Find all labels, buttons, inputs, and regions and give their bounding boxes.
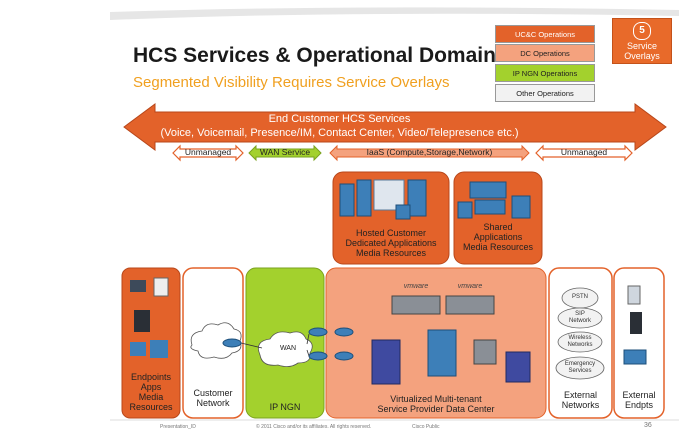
hosted-apps-caption: Hosted Customer Dedicated Applications M…: [333, 228, 449, 258]
endpoints-line2: Apps: [140, 382, 162, 392]
hosted-app-server-icons: [339, 179, 427, 220]
footer-page-number: 36: [644, 422, 652, 429]
shared-apps-line1: Shared: [483, 222, 513, 232]
banner-line2: (Voice, Voicemail, Presence/IM, Contact …: [160, 127, 519, 139]
emergency-line1: Emergency: [564, 361, 596, 367]
unmanaged-right-label: Unmanaged: [560, 147, 608, 157]
vmware-label-1: vmware: [403, 283, 429, 290]
end-customer-services-arrow: [123, 103, 667, 151]
hosted-apps-line2: Dedicated Applications: [345, 238, 437, 248]
external-endpts-line2: Endpts: [624, 400, 654, 410]
router-icon: [334, 327, 354, 337]
endpoints-caption: Endpoints Apps Media Resources: [122, 372, 180, 412]
shared-apps-line2: Applications: [473, 232, 523, 242]
footer-classification: Cisco Public: [412, 424, 440, 430]
unmanaged-right-arrow: [535, 144, 633, 162]
footer-presentation-id: Presentation_ID: [160, 424, 196, 430]
overlay-number: 5: [633, 22, 651, 40]
shared-apps-line3: Media Resources: [462, 242, 534, 252]
external-networks-line2: Networks: [561, 400, 600, 410]
wan-service-label: WAN Service: [259, 147, 311, 157]
legend-dc-operations: DC Operations: [495, 44, 595, 62]
external-endpts-caption: External Endpts: [614, 390, 664, 410]
datacenter-caption: Virtualized Multi-tenant Service Provide…: [326, 394, 546, 414]
endpoint-device-icons: [130, 277, 169, 358]
legend-ip-ngn-operations: IP NGN Operations: [495, 64, 595, 82]
wan-link: [306, 349, 310, 357]
customer-network-line1: Customer: [193, 388, 233, 398]
unmanaged-left-label: Unmanaged: [184, 147, 232, 157]
hosted-apps-line1: Hosted Customer: [355, 228, 427, 238]
sip-line2: Network: [568, 318, 591, 324]
wan-service-arrow: [248, 144, 322, 162]
shared-app-icons: [457, 181, 531, 219]
page-subtitle: Segmented Visibility Requires Service Ov…: [133, 74, 450, 91]
datacenter-line2: Service Provider Data Center: [377, 404, 495, 414]
customer-network-line2: Network: [196, 398, 230, 408]
external-networks-line1: External: [563, 390, 598, 400]
router-icon: [334, 351, 354, 361]
phone-icon: [627, 285, 641, 305]
wan-link: [306, 333, 310, 345]
storage-array-icon: [391, 295, 441, 315]
pstn-label: PSTN: [571, 294, 588, 300]
banner-line1: End Customer HCS Services: [268, 113, 411, 125]
datacenter-line1: Virtualized Multi-tenant: [390, 394, 482, 404]
external-endpts-line1: External: [622, 390, 656, 400]
service-overlays-badge: 5 Service Overlays: [612, 18, 672, 64]
iaas-label: IaaS (Compute,Storage,Network): [366, 147, 493, 157]
wireless-networks-cloud: [557, 331, 603, 353]
vmware-label-2: vmware: [457, 283, 483, 290]
emergency-services-cloud: [555, 356, 605, 380]
overlay-label-line2: Overlays: [624, 51, 660, 61]
customer-network-caption: Customer Network: [183, 388, 243, 408]
emergency-services-label: Emergency Services: [556, 361, 604, 375]
datacenter-switch-icons: [371, 329, 531, 385]
overlay-label-line1: Service: [626, 41, 657, 51]
iaas-arrow: [329, 144, 530, 162]
endpoints-line4: Resources: [129, 402, 173, 412]
legend-uc-c-operations: UC&C Operations: [495, 25, 595, 43]
external-endpts-panel: [613, 267, 665, 419]
wan-cloud-label: WAN: [279, 345, 297, 352]
shared-apps-caption: Shared Applications Media Resources: [454, 222, 542, 252]
hosted-apps-line3: Media Resources: [355, 248, 427, 258]
header-swoosh: [110, 7, 679, 20]
sip-line1: SIP: [575, 311, 585, 317]
wan-cloud: [257, 331, 313, 367]
footer-copyright: © 2011 Cisco and/or its affiliates. All …: [256, 424, 372, 430]
sip-network-label: SIP Network: [558, 311, 602, 325]
ip-ngn-caption: IP NGN: [269, 402, 301, 412]
wireless-networks-label: Wireless Networks: [558, 335, 602, 349]
wireless-line2: Networks: [567, 342, 593, 348]
smartphone-icon: [630, 312, 642, 334]
router-icon: [308, 351, 328, 361]
router-icon: [308, 327, 328, 337]
storage-array-icon: [445, 295, 495, 315]
desk-phone-icon: [623, 349, 647, 365]
legend-other-operations: Other Operations: [495, 84, 595, 102]
unmanaged-left-arrow: [172, 144, 244, 162]
endpoints-line1: Endpoints: [130, 372, 172, 382]
wan-link: [240, 342, 263, 349]
router-icon: [222, 338, 242, 348]
external-networks-caption: External Networks: [549, 390, 612, 410]
endpoints-line3: Media: [138, 392, 164, 402]
emergency-line2: Services: [568, 368, 592, 374]
page-title: HCS Services & Operational Domains: [133, 44, 508, 67]
wireless-line1: Wireless: [568, 335, 592, 341]
sip-network-cloud: [557, 307, 603, 329]
